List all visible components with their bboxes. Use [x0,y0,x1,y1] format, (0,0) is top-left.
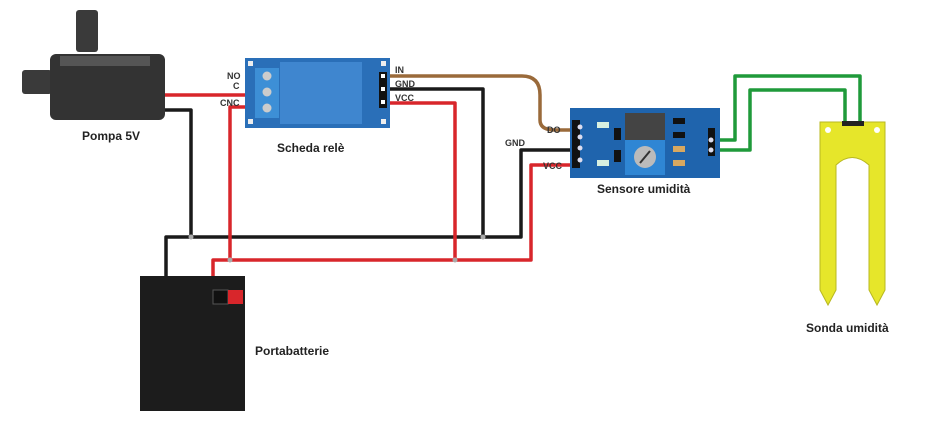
relay-pin-gnd: GND [395,79,416,89]
wire-relay-gnd [385,87,485,237]
relay-pin-cnc: CNC [220,98,240,108]
wire-relay-vcc [385,101,457,260]
wires [160,74,862,280]
battery-label: Portabatterie [255,344,329,358]
probe-label: Sonda umidità [806,321,889,335]
relay-pin-vcc: VCC [395,93,415,103]
wire-signal-in [385,74,576,132]
relay-pin-in: IN [395,65,404,75]
sensor-label: Sensore umidità [597,182,691,196]
sensor-pin-do: DO [547,125,561,135]
relay-pin-no: NO [227,71,241,81]
pump-label: Pompa 5V [82,129,140,143]
soil-probe [819,121,886,307]
wire-probe-2 [715,88,847,152]
sensor-board [570,108,720,178]
pump [22,10,165,120]
sensor-pin-gnd: GND [505,138,526,148]
wire-relay-cnc [228,105,248,260]
wire-probe-1 [715,74,862,142]
relay-board [245,58,390,128]
wire-pump-black [160,108,193,237]
relay-pin-c: C [233,81,240,91]
relay-label: Scheda relè [277,141,345,155]
wire-ground-bus [164,148,576,280]
sensor-pin-vcc: VCC [543,161,563,171]
wire-power-bus [211,163,576,280]
battery-holder [140,276,245,411]
